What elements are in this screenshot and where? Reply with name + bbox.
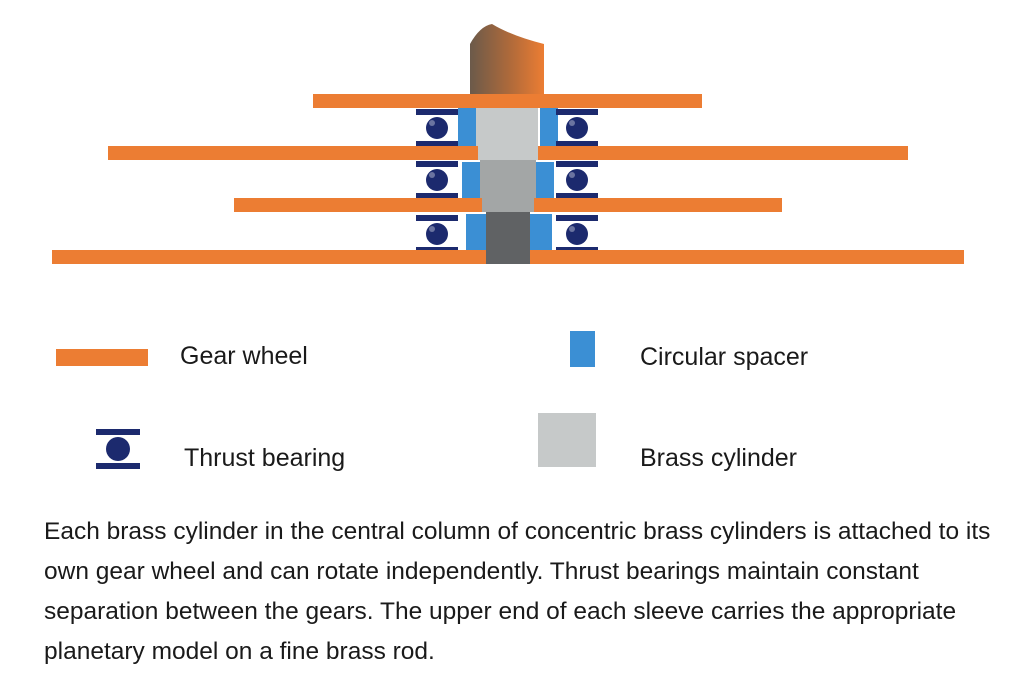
gear-wheel-swatch — [56, 349, 148, 366]
gear-wheel-2 — [538, 146, 908, 160]
circular-spacer — [458, 108, 476, 150]
thrust-bearing — [416, 161, 458, 199]
gear-wheel-3 — [534, 198, 782, 212]
thrust-bearing-label: Thrust bearing — [184, 444, 346, 472]
thrust-bearing-icon — [96, 429, 140, 469]
gear-wheel-1 — [313, 94, 702, 108]
thrust-bearing — [556, 215, 598, 253]
brass-cylinder-2 — [480, 160, 536, 212]
thrust-bearing — [416, 215, 458, 253]
circular-spacer-swatch — [570, 331, 595, 367]
circular-spacer — [466, 214, 486, 252]
circular-spacer-label: Circular spacer — [640, 343, 809, 371]
brass-cylinder-label: Brass cylinder — [640, 444, 797, 472]
thrust-bearing — [556, 109, 598, 147]
circular-spacer — [540, 108, 558, 150]
circular-spacer — [536, 162, 554, 200]
thrust-bearing — [556, 161, 598, 199]
brass-cylinder-swatch — [538, 413, 596, 467]
gear-wheel-label: Gear wheel — [180, 342, 308, 370]
circular-spacer — [530, 214, 552, 252]
gear-wheel-3 — [234, 198, 482, 212]
circular-spacer — [462, 162, 480, 200]
figure-caption: Each brass cylinder in the central colum… — [44, 518, 991, 665]
gear-stack-diagram — [52, 24, 964, 264]
thrust-bearing — [416, 109, 458, 147]
planetary-rod — [470, 24, 544, 96]
gear-wheel-4 — [52, 250, 486, 264]
gear-wheel-2 — [108, 146, 478, 160]
brass-cylinder-3 — [486, 212, 530, 264]
gear-wheel-4 — [530, 250, 964, 264]
brass-cylinder-1 — [474, 104, 538, 160]
